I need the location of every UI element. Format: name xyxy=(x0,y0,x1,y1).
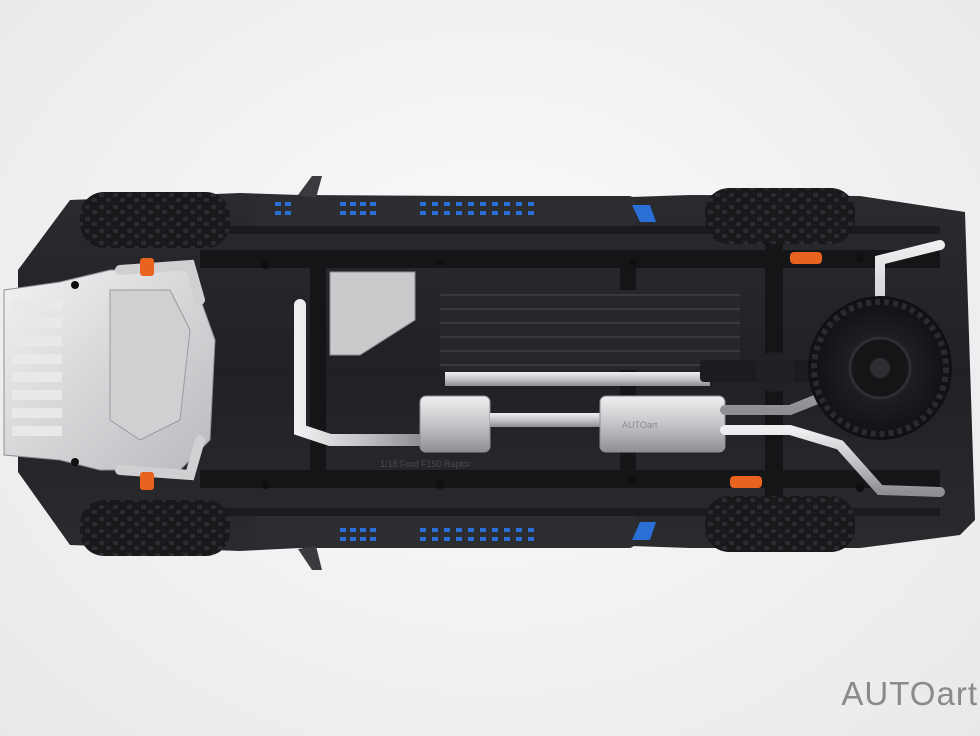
wheels xyxy=(80,188,855,556)
rear-left-tire xyxy=(705,188,855,244)
mirror-bottom xyxy=(298,546,322,570)
transmission-shield xyxy=(329,271,416,356)
brand-logo: AUTOart xyxy=(841,677,978,710)
front-muffler xyxy=(419,395,491,453)
running-board-lights xyxy=(275,202,656,541)
muffler-stamp-text: AUTOart xyxy=(622,420,658,430)
mirror-top xyxy=(298,176,322,198)
rear-muffler xyxy=(599,395,726,453)
brand-logo-lower: art xyxy=(936,675,978,712)
brand-logo-caps: AUTO xyxy=(841,675,937,712)
rear-axle xyxy=(700,352,810,392)
front-right-tire xyxy=(80,500,230,556)
rear-right-tire xyxy=(705,496,855,552)
exhaust-system xyxy=(294,240,945,497)
shock-absorbers xyxy=(140,252,822,490)
fuel-tank xyxy=(440,290,740,370)
front-skid-plate xyxy=(3,269,216,471)
bolts xyxy=(71,254,864,492)
front-left-tire xyxy=(80,192,230,248)
frame-stamp-text: 1/18 Ford F150 Raptor xyxy=(380,459,471,469)
spare-tire xyxy=(808,296,952,440)
